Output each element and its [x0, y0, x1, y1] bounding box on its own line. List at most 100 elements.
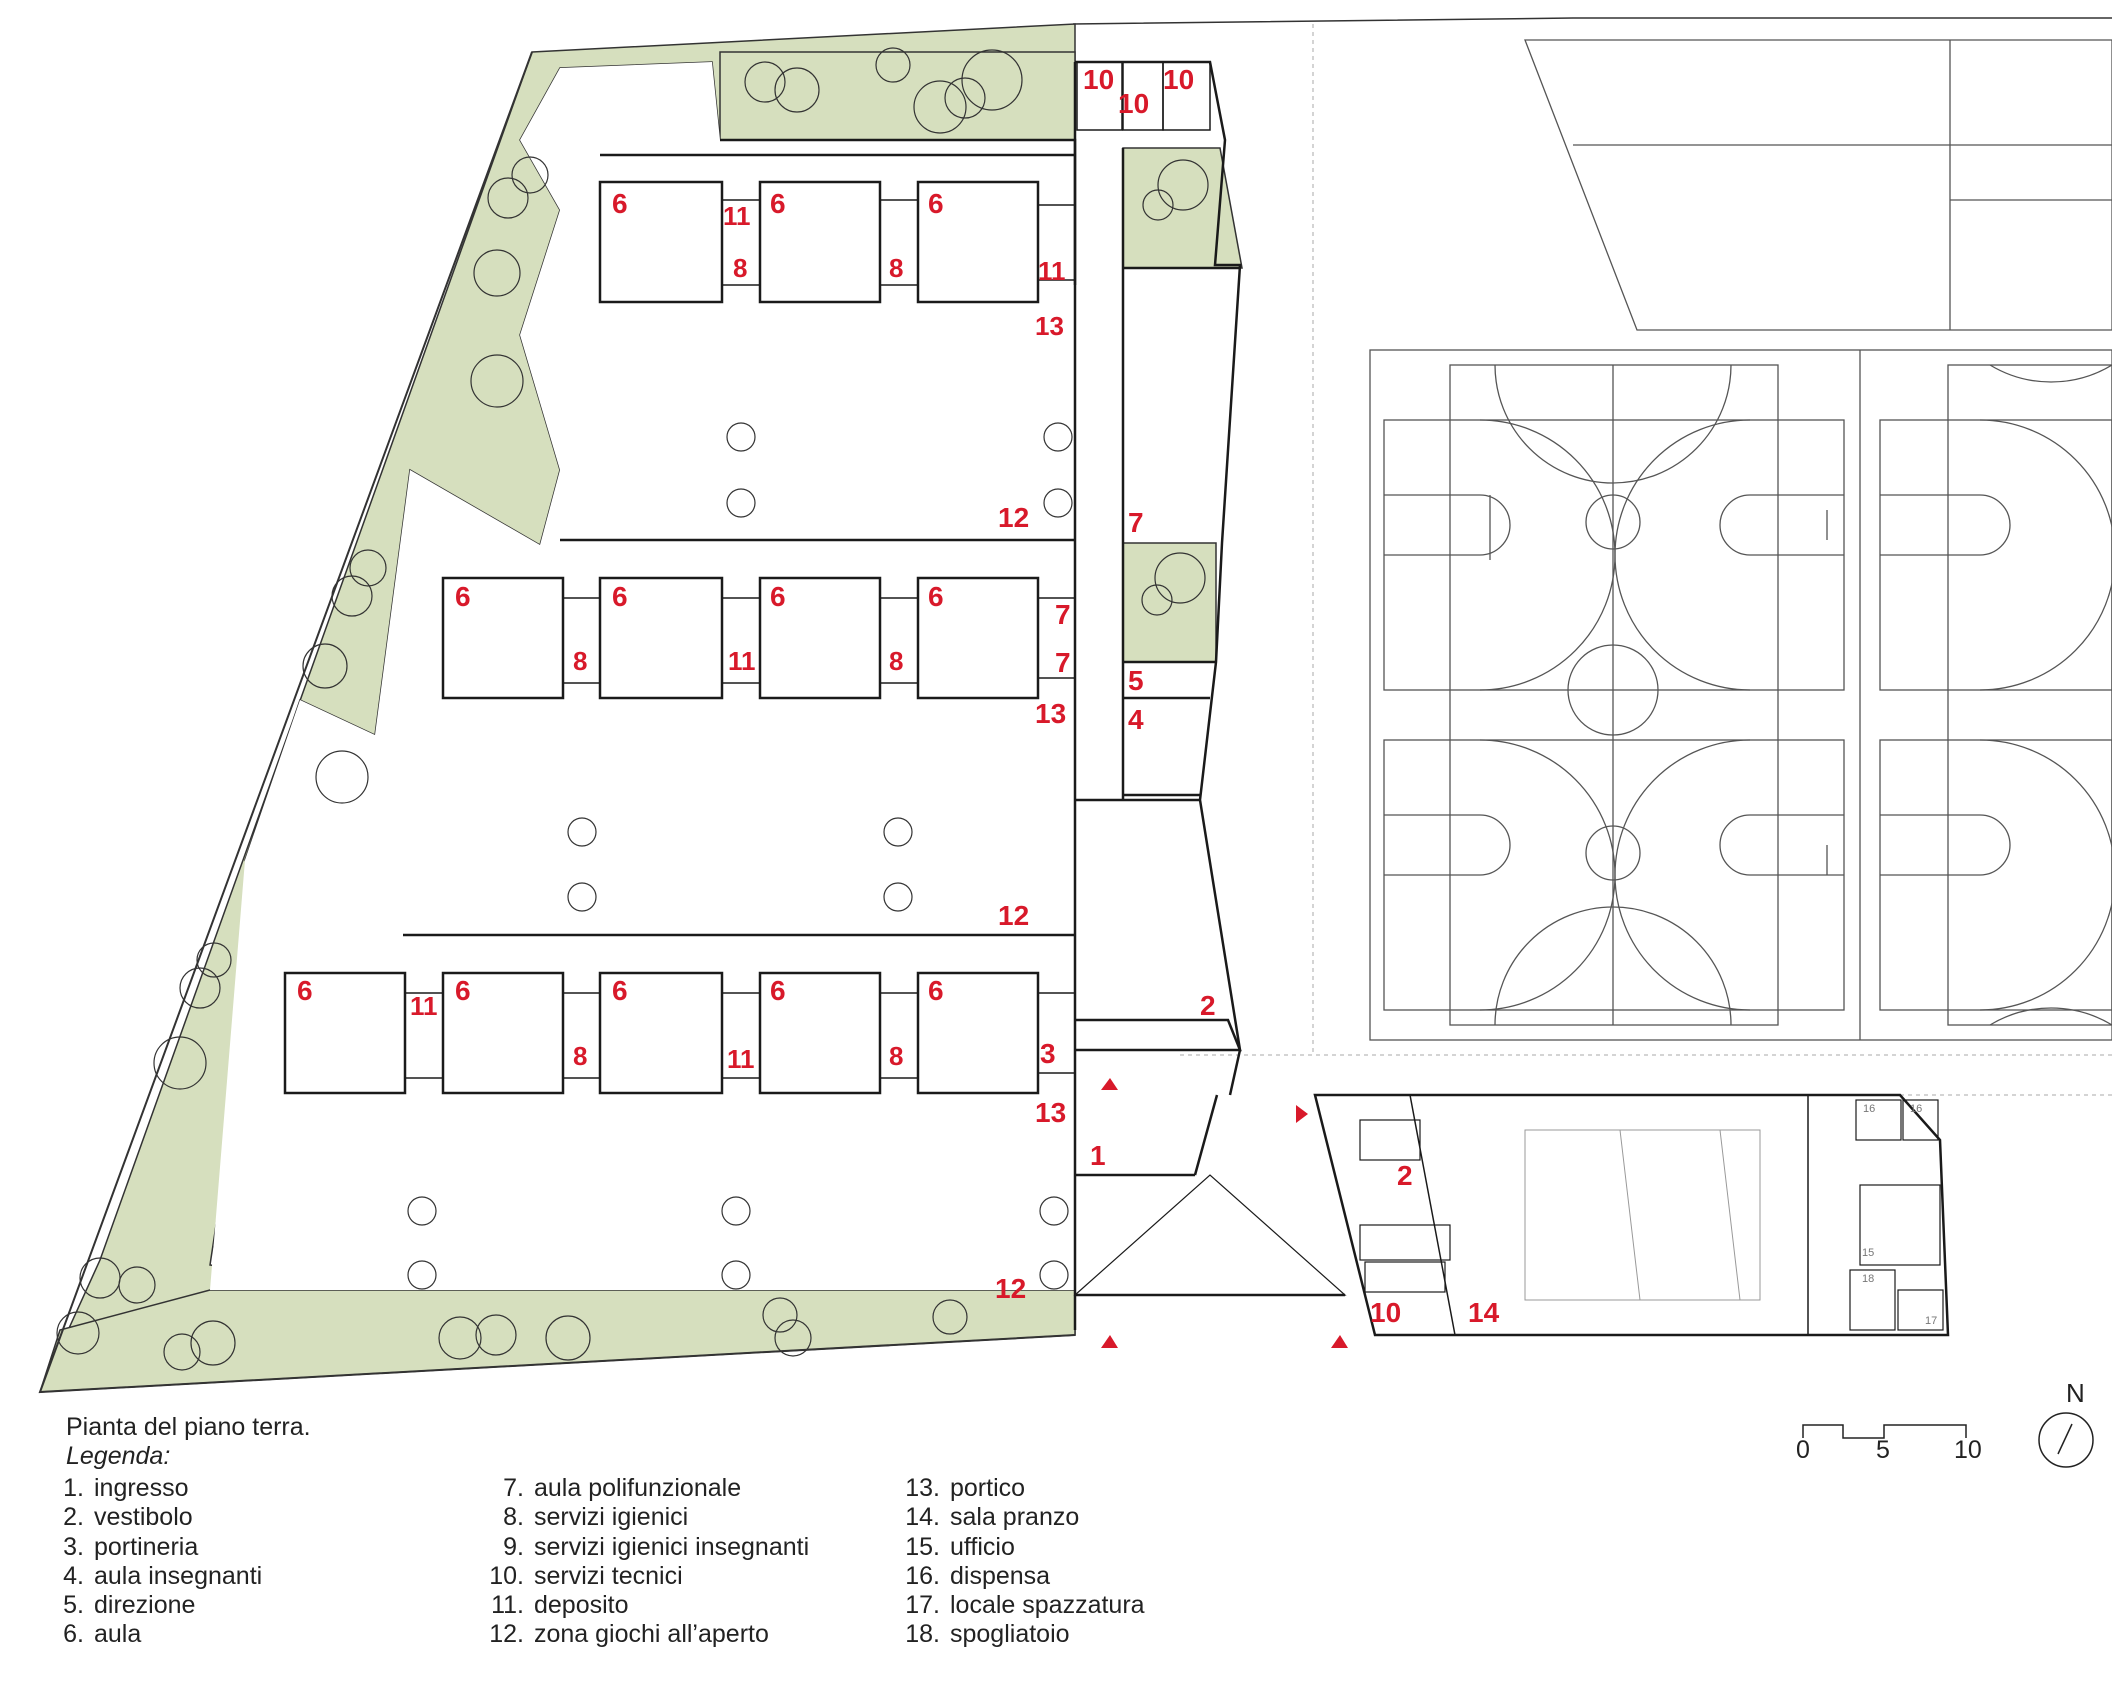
room-label: 6: [297, 975, 313, 1006]
dining-building: [1313, 1093, 1950, 1337]
room-label: 3: [1040, 1038, 1056, 1069]
room-label: 11: [410, 991, 438, 1021]
room-label: 6: [928, 188, 944, 219]
legend-item: 15.ufficio: [905, 1532, 1015, 1561]
entry-arrow-icon: [1296, 1105, 1308, 1123]
room-label: 6: [770, 188, 786, 219]
north-arrow-icon: [2038, 1412, 2094, 1468]
room-label: 12: [998, 502, 1029, 533]
room-label: 7: [1055, 599, 1071, 630]
room-label: 11: [727, 1044, 755, 1074]
room-label-small: 16: [1910, 1103, 1922, 1115]
legend-item: 18.spogliatoio: [905, 1620, 1070, 1649]
room-label: 8: [889, 253, 903, 283]
legend-item: 12.zona giochi all’aperto: [489, 1620, 769, 1649]
room-label: 12: [995, 1273, 1026, 1304]
legend-item: 17.locale spazzatura: [905, 1591, 1145, 1620]
room-label: 11: [723, 201, 751, 231]
scale-bar: [1802, 1424, 1967, 1439]
garden-south-strip: [38, 1289, 1076, 1393]
room-label: 6: [455, 581, 471, 612]
room-label: 1: [1090, 1140, 1106, 1171]
room-label: 10: [1163, 64, 1194, 95]
room-label: 11: [728, 646, 756, 676]
entry-arrow-icon: [1101, 1335, 1118, 1348]
room-label: 6: [612, 581, 628, 612]
north-label: N: [2066, 1378, 2085, 1408]
site-boundary-line: [1072, 17, 2112, 25]
room-label: 8: [573, 1041, 587, 1071]
legend-item: 1.ingresso: [63, 1474, 189, 1502]
room-label: 6: [612, 975, 628, 1006]
room-label: 13: [1035, 311, 1064, 341]
room-label: 11: [1038, 256, 1066, 286]
sports-courts: [1369, 39, 2112, 1041]
legend-item: 9.servizi igienici insegnanti: [503, 1532, 810, 1561]
legend-item: 13.portico: [905, 1474, 1026, 1502]
garden-courtyard-middle: [1122, 542, 1217, 663]
legend-item: 4.aula insegnanti: [63, 1561, 263, 1590]
north-needle: [2057, 1423, 2073, 1455]
scale-label: 0: [1796, 1436, 1810, 1464]
caption: Pianta del piano terra. Legenda:: [66, 1413, 311, 1471]
garden-north-strip: [719, 51, 1076, 141]
entry-arrow-icon: [1331, 1335, 1348, 1348]
room-label: 6: [455, 975, 471, 1006]
legend-item: 8.servizi igienici: [503, 1503, 689, 1532]
room-label: 4: [1128, 704, 1144, 735]
legend-item: 7.aula polifunzionale: [503, 1474, 742, 1502]
room-label: 8: [889, 1041, 903, 1071]
room-label: 14: [1468, 1297, 1500, 1328]
legend-item: 14.sala pranzo: [905, 1503, 1080, 1532]
room-label: 8: [889, 646, 903, 676]
courtyard-fill: [210, 62, 1075, 1290]
legend-item: 10.servizi tecnici: [489, 1561, 683, 1590]
room-labels: 10 10 10 6 6 6 11 8 8 11 13 12 7 6 6 6 6…: [297, 64, 1937, 1328]
legend-item: 5.direzione: [63, 1591, 196, 1620]
scale-label: 5: [1876, 1436, 1890, 1464]
room-label: 7: [1128, 507, 1144, 538]
legend-item: 2.vestibolo: [63, 1503, 193, 1532]
court-block: [1369, 349, 2112, 1041]
room-label-small: 17: [1925, 1315, 1937, 1327]
room-label: 6: [770, 581, 786, 612]
legend-column-3: 13.portico 14.sala pranzo 15.ufficio 16.…: [896, 1474, 1145, 1650]
room-label: 12: [998, 900, 1029, 931]
room-label: 2: [1397, 1160, 1413, 1191]
legend-item: 6.aula: [63, 1620, 142, 1649]
entry-markers: [1101, 1078, 1348, 1348]
scale-label: 10: [1954, 1436, 1982, 1464]
legend-item: 11.deposito: [491, 1591, 629, 1620]
room-label: 13: [1035, 698, 1066, 729]
room-label-small: 15: [1862, 1247, 1874, 1259]
room-label: 10: [1083, 64, 1114, 95]
room-label: 10: [1370, 1297, 1401, 1328]
room-label: 6: [928, 975, 944, 1006]
spine-building: [1073, 60, 1347, 1330]
room-label-small: 16: [1863, 1103, 1875, 1115]
legend-column-1: 1.ingresso 2.vestibolo 3.portineria 4.au…: [40, 1474, 262, 1650]
room-label: 8: [573, 646, 587, 676]
building-walls: [283, 138, 1077, 1095]
room-label: 13: [1035, 1097, 1066, 1128]
room-label: 2: [1200, 990, 1216, 1021]
plan-title: Pianta del piano terra.: [66, 1413, 311, 1441]
legend-item: 3.portineria: [63, 1532, 199, 1561]
legend-column-2: 7.aula polifunzionale 8.servizi igienici…: [480, 1474, 809, 1650]
entry-arrow-icon: [1101, 1078, 1118, 1090]
room-label-small: 18: [1862, 1273, 1874, 1285]
room-label: 8: [733, 253, 747, 283]
legend-item: 16.dispensa: [905, 1561, 1051, 1590]
legend-title: Legenda:: [66, 1442, 171, 1470]
room-label: 6: [612, 188, 628, 219]
room-label: 7: [1055, 647, 1071, 678]
room-label: 5: [1128, 665, 1144, 696]
west-wall: [38, 51, 1076, 1394]
room-label: 6: [770, 975, 786, 1006]
upper-field: [1524, 39, 2112, 331]
room-label: 6: [928, 581, 944, 612]
trees: [56, 47, 1209, 1371]
room-label: 10: [1118, 88, 1149, 119]
